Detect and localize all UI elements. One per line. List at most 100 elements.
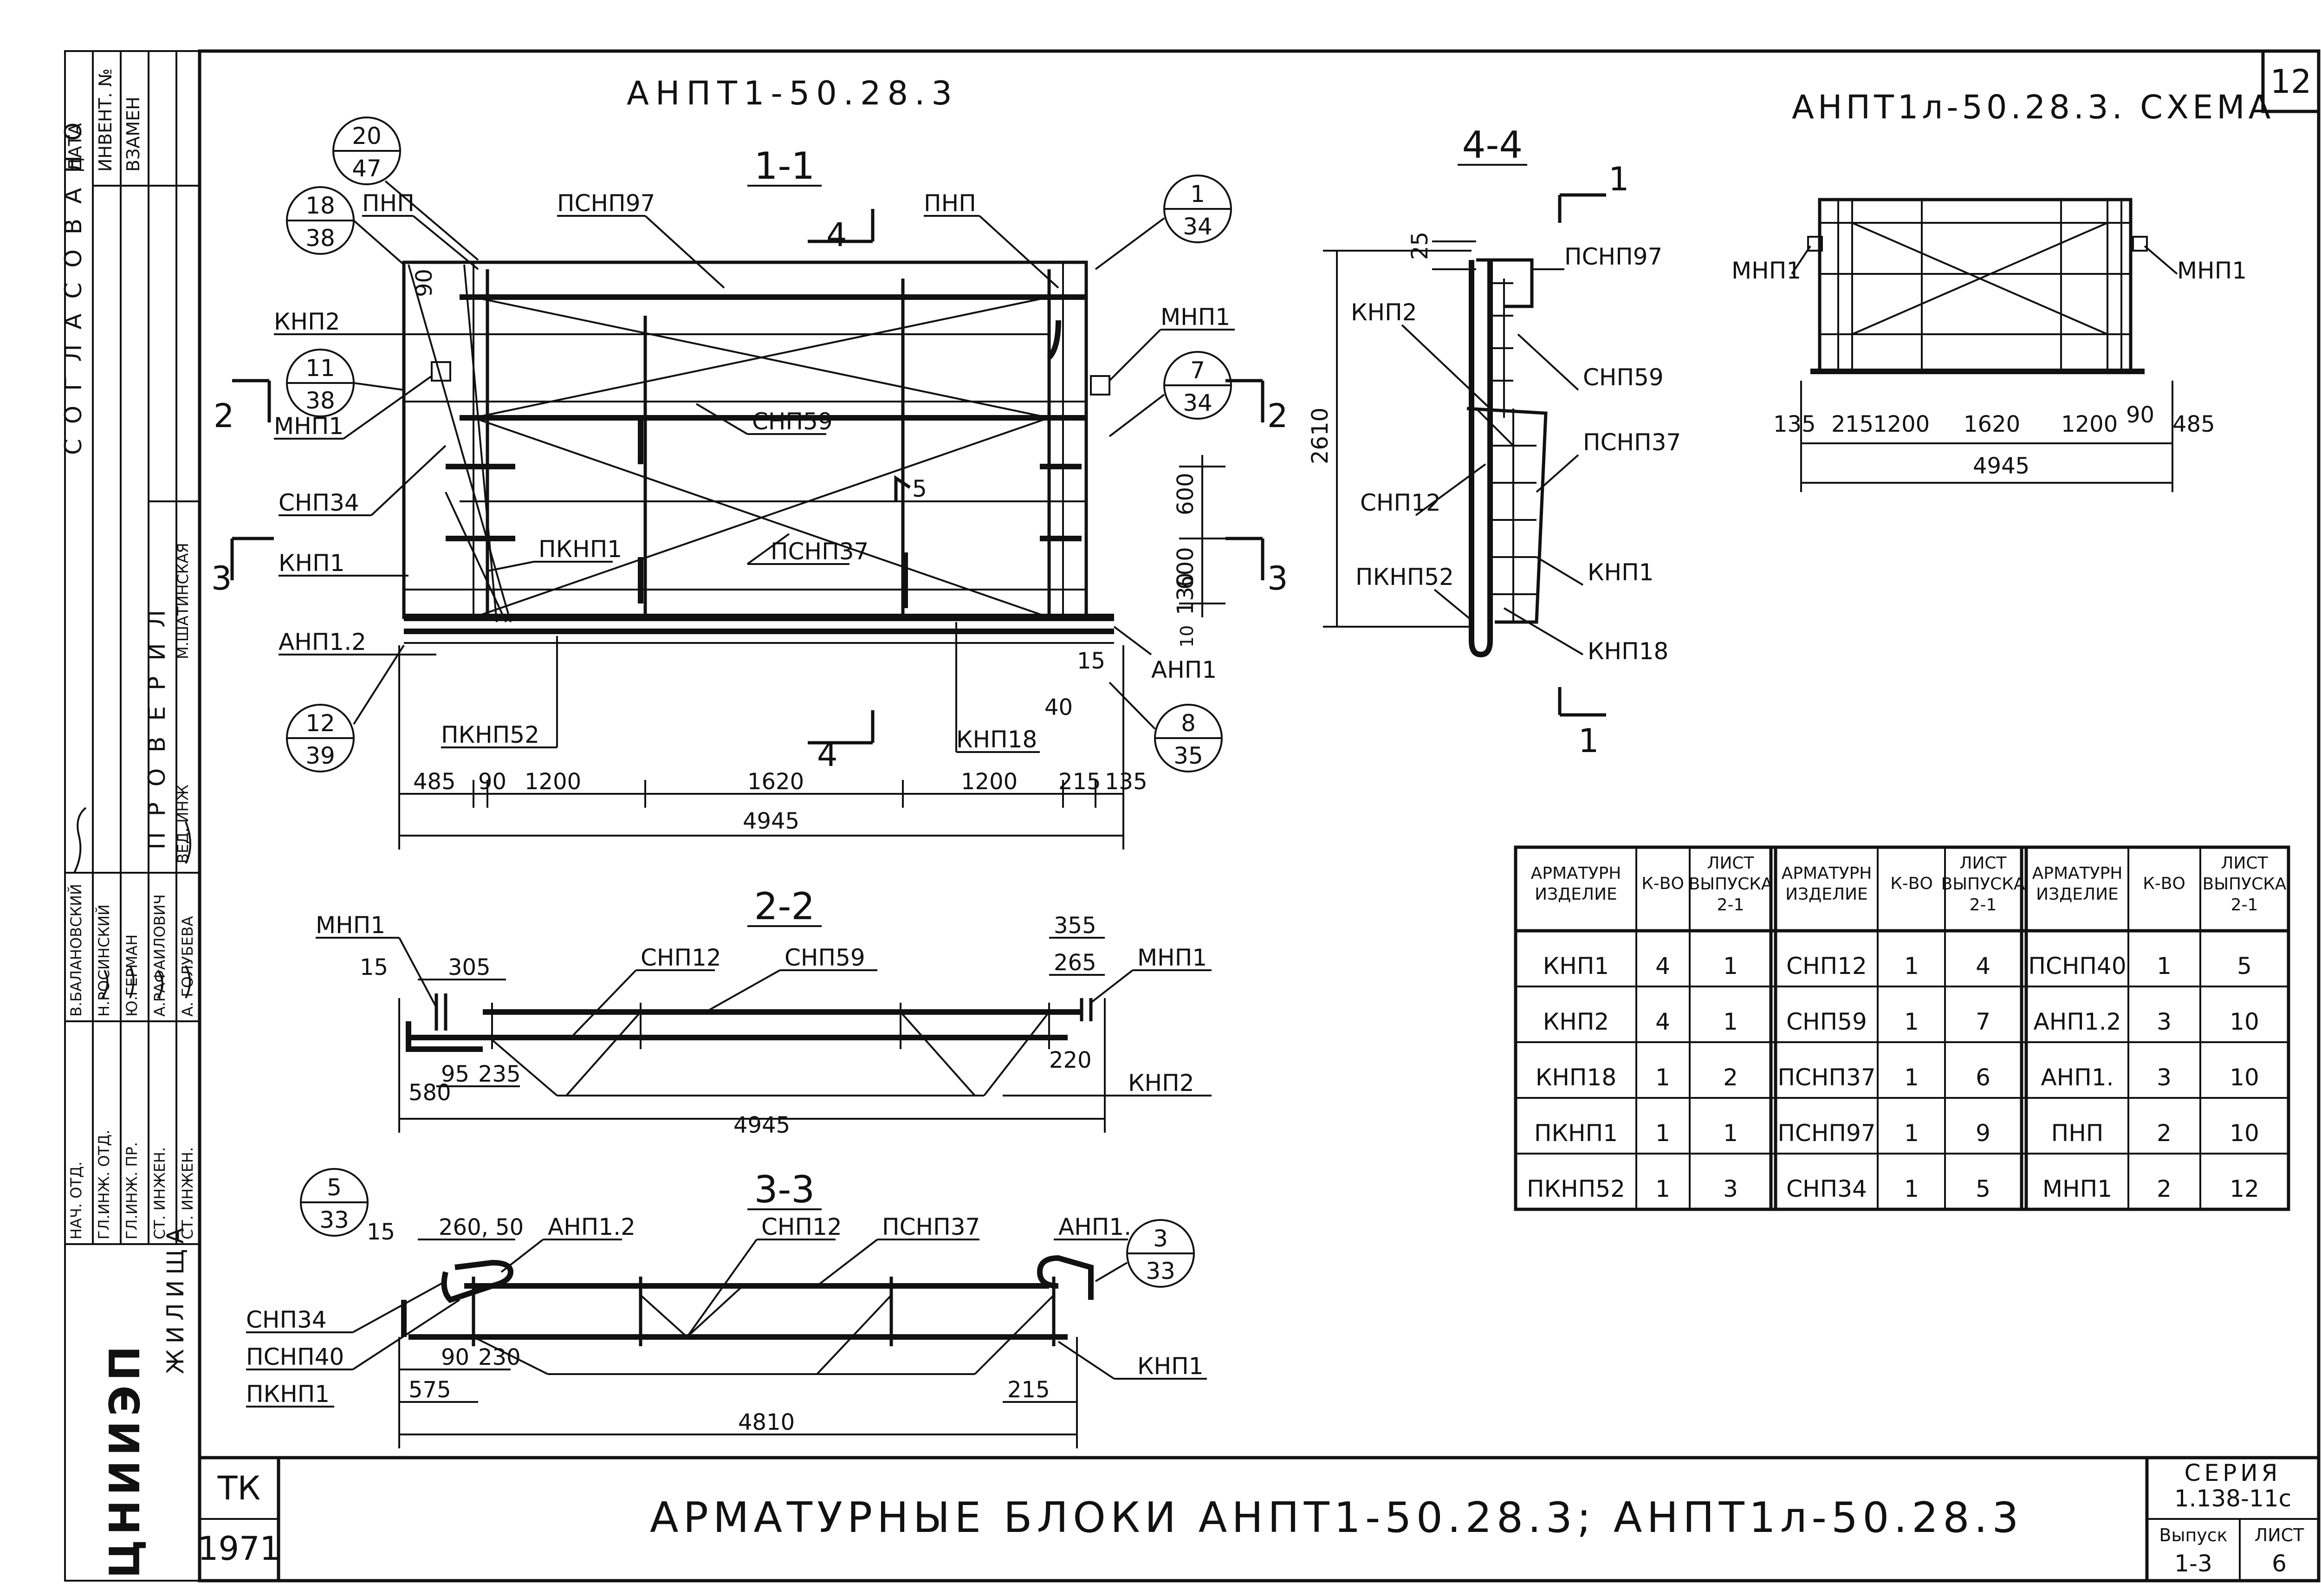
table-header-cell: ЛИСТ bbox=[1959, 854, 2007, 873]
table-header-cell: ИЗДЕЛИЕ bbox=[1535, 885, 1617, 904]
checked-label: ПРОВЕРИЛ bbox=[143, 594, 170, 850]
scheme-d7: 485 bbox=[2172, 411, 2215, 437]
dim-b1200b: 1200 bbox=[961, 769, 1018, 795]
dim-2610: 2610 bbox=[1307, 408, 1333, 464]
cut-5: 5 bbox=[912, 475, 927, 502]
table-cell: ПНП bbox=[2051, 1120, 2104, 1147]
dim-b1200a: 1200 bbox=[525, 769, 581, 795]
scheme-d6: 90 bbox=[2126, 402, 2154, 428]
table-cell: 5 bbox=[1976, 1175, 1990, 1202]
svg-text:35: 35 bbox=[1173, 742, 1203, 769]
org-logo: ЦНИИЭП bbox=[101, 1341, 149, 1578]
table-cell: 3 bbox=[2157, 1008, 2172, 1035]
table-cell: 5 bbox=[2237, 953, 2252, 980]
table-cell: ПСНП97 bbox=[1777, 1120, 1875, 1147]
s33-knp1: КНП1 bbox=[1137, 1353, 1204, 1380]
table-cell: 10 bbox=[2230, 1064, 2259, 1091]
cut-4-bottom: 4 bbox=[817, 736, 838, 774]
table-cell: СНП59 bbox=[1786, 1008, 1867, 1035]
scheme-d5: 1200 bbox=[2061, 411, 2118, 437]
label-snp59: СНП59 bbox=[752, 408, 833, 435]
org-subtitle: ЖИЛИЩА bbox=[162, 1222, 189, 1374]
label-anp1: АНП1 bbox=[1151, 656, 1217, 683]
table-header-cell: АРМАТУРН bbox=[2032, 864, 2123, 883]
cut-2-right: 2 bbox=[1267, 397, 1288, 435]
scheme-d2: 15 bbox=[1845, 411, 1874, 437]
sheet-value: 6 bbox=[2272, 1550, 2287, 1577]
table-cell: ПКНП1 bbox=[1534, 1120, 1618, 1147]
lead-engineer-role: ВЕД. ИНЖ bbox=[174, 785, 192, 863]
s22-d355: 355 bbox=[1054, 913, 1096, 939]
scheme-d0: 135 bbox=[1773, 411, 1816, 437]
s22-d265: 265 bbox=[1054, 950, 1096, 976]
s44-knp2: КНП2 bbox=[1351, 299, 1417, 326]
bubble-20-47: 20 47 bbox=[332, 117, 479, 261]
label-pknp1: ПКНП1 bbox=[538, 536, 622, 563]
table-header-cell: К-ВО bbox=[1641, 874, 1684, 893]
svg-text:3: 3 bbox=[1153, 1225, 1168, 1252]
table-cell: 3 bbox=[1723, 1175, 1738, 1202]
dim-90: 90 bbox=[411, 269, 437, 297]
s33-d230: 230 bbox=[478, 1344, 521, 1370]
label-anp1-2: АНП1.2 bbox=[279, 629, 366, 655]
dim-b135: 135 bbox=[1105, 769, 1148, 795]
spec-table bbox=[1514, 845, 2290, 1211]
s33-psnp40: ПСНП40 bbox=[246, 1343, 344, 1370]
svg-text:34: 34 bbox=[1183, 213, 1212, 240]
svg-text:8: 8 bbox=[1181, 710, 1196, 737]
label-pnp-left: ПНП bbox=[362, 190, 415, 217]
bubble-18-38: 18 38 bbox=[286, 186, 405, 266]
table-cell: 10 bbox=[2230, 1120, 2259, 1147]
name-5: А. ГОЛУБЕВА bbox=[179, 916, 196, 1017]
table-cell: 4 bbox=[1976, 953, 1990, 980]
svg-text:47: 47 bbox=[352, 155, 382, 182]
scheme-drawing: МНП1 МНП1 135 2 15 1200 1620 1200 90 485… bbox=[1731, 198, 2247, 492]
table-cell: ПСНП40 bbox=[2028, 953, 2126, 980]
table-cell: 1 bbox=[1904, 1064, 1919, 1091]
label-psnp97: ПСНП97 bbox=[557, 190, 655, 217]
s33-total: 4810 bbox=[738, 1409, 795, 1435]
s44-snp12: СНП12 bbox=[1360, 489, 1441, 516]
table-header-cell: ЛИСТ bbox=[2221, 854, 2268, 873]
table-cell: 2 bbox=[1723, 1064, 1738, 1091]
svg-text:18: 18 bbox=[305, 192, 335, 219]
scheme-total: 4945 bbox=[1973, 453, 2029, 479]
table-header-cell: 2-1 bbox=[2231, 895, 2258, 915]
scheme-mnp1-right: МНП1 bbox=[2177, 257, 2247, 284]
s33-d26050: 260, 50 bbox=[439, 1214, 524, 1240]
cut-3-left: 3 bbox=[211, 559, 232, 597]
main-label: АНПТ1-50.28.3 bbox=[627, 74, 959, 112]
agreed-label: СОГЛАСОВАНО bbox=[60, 108, 87, 455]
s33-d90: 90 bbox=[441, 1344, 469, 1370]
label-mnp1-right: МНП1 bbox=[1160, 304, 1230, 331]
table-cell: КНП2 bbox=[1543, 1008, 1609, 1035]
label-psnp37: ПСНП37 bbox=[771, 538, 869, 565]
cut-2-left: 2 bbox=[214, 397, 234, 435]
table-header-cell: К-ВО bbox=[2143, 874, 2185, 893]
label-knp18: КНП18 bbox=[956, 726, 1037, 753]
svg-text:5: 5 bbox=[327, 1174, 342, 1201]
table-cell: ПКНП52 bbox=[1527, 1175, 1625, 1202]
sheet-frame bbox=[64, 49, 2321, 1583]
spec-table-text: АРМАТУРНИЗДЕЛИЕК-ВОЛИСТВЫПУСКА2-1АРМАТУР… bbox=[1527, 854, 2287, 1202]
section-1-1: 1-1 4 4 bbox=[211, 117, 1288, 850]
section-3-3-title: 3-3 bbox=[754, 1168, 815, 1211]
table-cell: 1 bbox=[1655, 1120, 1670, 1147]
dim-10: 10 bbox=[1177, 625, 1197, 648]
bottom-title: АРМАТУРНЫЕ БЛОКИ АНПТ1-50.28.3; АНПТ1л-5… bbox=[650, 1493, 2023, 1542]
s22-knp2: КНП2 bbox=[1128, 1070, 1194, 1096]
table-cell: 1 bbox=[1904, 1175, 1919, 1202]
org-tk: ТК bbox=[217, 1469, 260, 1507]
cut-1-bottom: 1 bbox=[1578, 722, 1599, 760]
s44-psnp37: ПСНП37 bbox=[1583, 429, 1681, 456]
role-5: СТ. ИНЖЕН. bbox=[179, 1147, 196, 1239]
label-knp2: КНП2 bbox=[274, 308, 340, 335]
table-header-cell: АРМАТУРН bbox=[1531, 864, 1621, 883]
table-header-cell: ЛИСТ bbox=[1707, 854, 1754, 873]
svg-text:12: 12 bbox=[305, 710, 335, 737]
bubble-1-34: 1 34 bbox=[1095, 175, 1232, 270]
replace-label: ВЗАМЕН bbox=[123, 97, 143, 172]
s44-psnp97: ПСНП97 bbox=[1564, 243, 1662, 270]
s33-anp12: АНП1.2 bbox=[548, 1213, 635, 1240]
